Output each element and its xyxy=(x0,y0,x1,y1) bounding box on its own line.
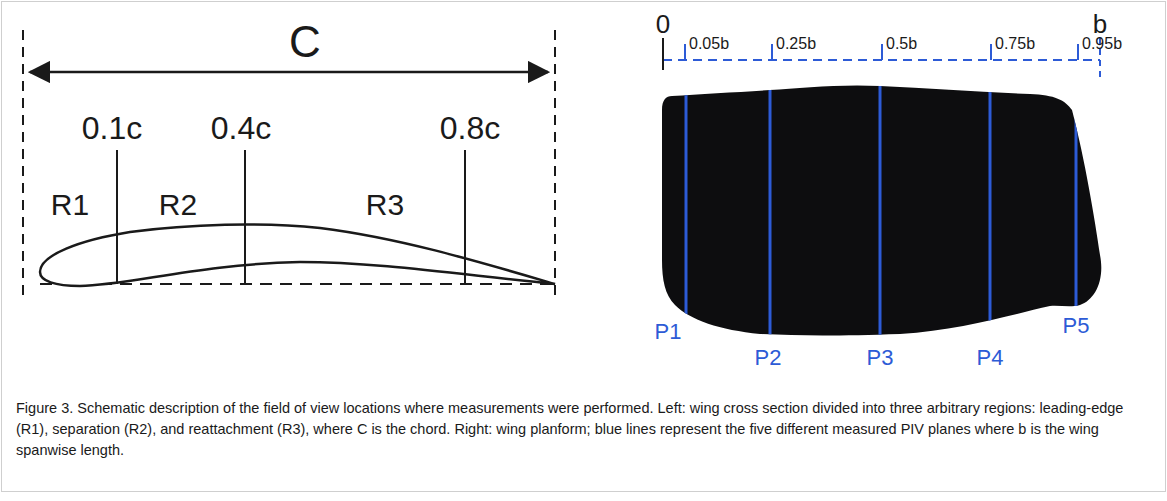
region-divider xyxy=(116,150,118,284)
plane-label: P1 xyxy=(655,321,682,343)
piv-plane-line xyxy=(989,80,992,350)
dashed-bound xyxy=(554,30,556,300)
figure-frame xyxy=(2,2,1166,492)
piv-plane-line xyxy=(769,80,772,350)
span-tick xyxy=(1077,44,1079,60)
plane-label: P3 xyxy=(867,347,894,369)
region-divider xyxy=(464,150,466,284)
plane-label: P4 xyxy=(977,347,1004,369)
span-fraction: 0.75b xyxy=(995,36,1035,52)
region-name: R3 xyxy=(366,190,404,220)
region-divider xyxy=(244,150,246,284)
span-fraction: 0.25b xyxy=(776,36,816,52)
figure-caption: Figure 3. Schematic description of the f… xyxy=(16,398,1146,461)
span-fraction: 0.5b xyxy=(886,36,917,52)
span-fraction: 0.95b xyxy=(1082,36,1122,52)
chord-fraction: 0.4c xyxy=(211,112,271,144)
span-start-tick xyxy=(662,38,664,70)
chord-fraction: 0.1c xyxy=(82,112,142,144)
span-fraction: 0.05b xyxy=(689,36,729,52)
span-tick xyxy=(684,44,686,60)
span-tick xyxy=(771,44,773,60)
chord-fraction: 0.8c xyxy=(440,112,500,144)
region-name: R1 xyxy=(51,190,89,220)
span-tick xyxy=(990,44,992,60)
piv-plane-line xyxy=(879,80,882,350)
dashed-bound xyxy=(22,30,24,300)
piv-plane-line xyxy=(1075,80,1078,350)
wing-planform xyxy=(662,85,1101,335)
piv-planes xyxy=(686,80,1076,350)
plane-label: P5 xyxy=(1063,315,1090,337)
chord-arrow xyxy=(30,71,548,74)
span-tick xyxy=(881,44,883,60)
piv-plane-line xyxy=(685,80,688,350)
span-end: b xyxy=(1093,11,1107,37)
chord-symbol: C xyxy=(289,20,321,64)
region-name: R2 xyxy=(159,190,197,220)
span-start: 0 xyxy=(656,11,670,37)
plane-label: P2 xyxy=(755,347,782,369)
chord-schematic xyxy=(23,30,555,300)
